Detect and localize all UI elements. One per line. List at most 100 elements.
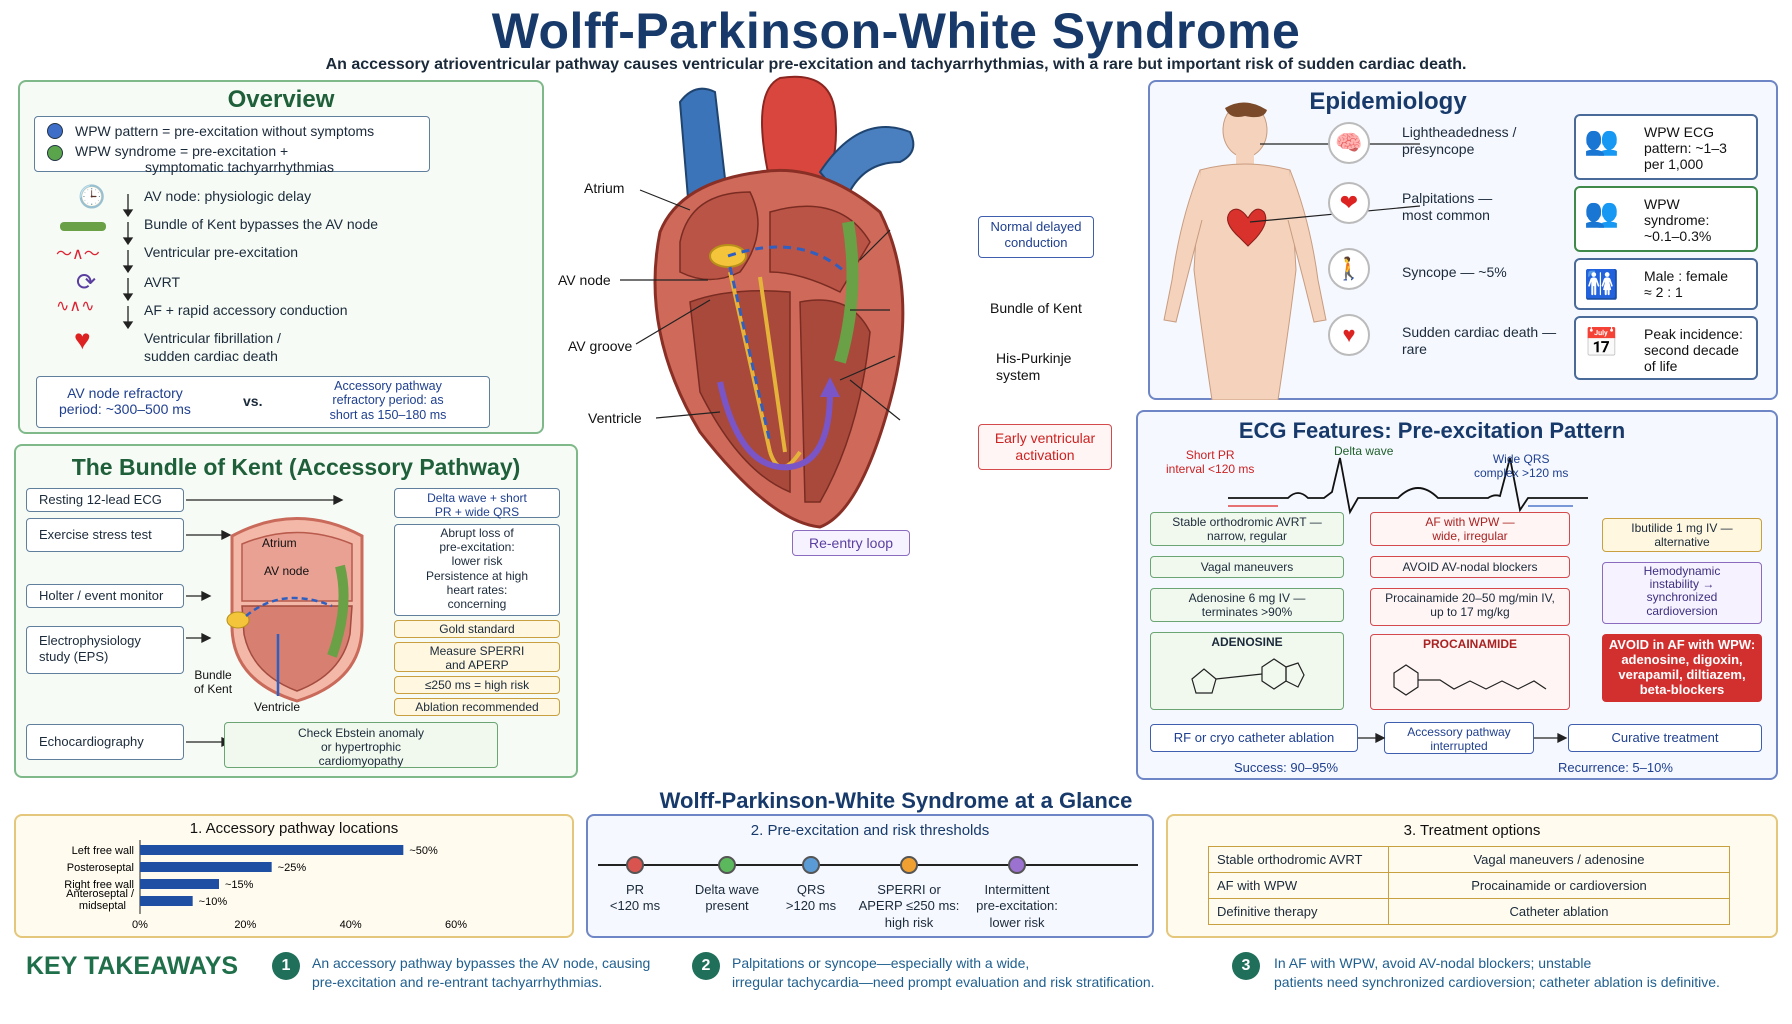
kent-heart-avnode: AV node bbox=[264, 564, 310, 578]
reentry-loop-box: Re-entry loop bbox=[792, 530, 910, 556]
ecg-trace bbox=[1228, 457, 1588, 515]
epidemiology-panel: Epidemiology 🧠 Lightheadedness /presynco… bbox=[1148, 80, 1778, 400]
threshold-marker bbox=[1008, 856, 1026, 874]
ecg-title: ECG Features: Pre-excitation Pattern bbox=[1238, 418, 1626, 443]
chart-category-label: Posteroseptal bbox=[67, 862, 134, 874]
takeaway-1: An accessory pathway bypasses the AV nod… bbox=[312, 955, 651, 990]
af-wave-icon: ∿∧∿ bbox=[56, 298, 95, 315]
group-icon: 👥 bbox=[1584, 197, 1619, 228]
blue-dot-icon bbox=[47, 123, 63, 139]
takeaway-number: 2 bbox=[692, 952, 720, 980]
chart-bar bbox=[140, 862, 272, 872]
step-avrt: AVRT bbox=[144, 274, 181, 290]
procainamide-dose-box: Procainamide 20–50 mg/min IV,up to 17 mg… bbox=[1370, 588, 1570, 626]
symptom-lightheadedness: Lightheadedness /presyncope bbox=[1402, 124, 1517, 157]
symptom-scd: Sudden cardiac death —rare bbox=[1402, 324, 1557, 357]
symptom-syncope: Syncope — ~5% bbox=[1402, 264, 1507, 280]
broken-heart-icon: ♥ bbox=[74, 324, 91, 355]
adenosine-molecule bbox=[1191, 658, 1305, 694]
kent-heart-ventricle: Ventricle bbox=[254, 700, 301, 714]
test-echo: Echocardiography bbox=[26, 724, 184, 760]
chart-bar bbox=[140, 845, 404, 855]
ap-refractory: Accessory pathway refractory period: as … bbox=[329, 379, 447, 422]
clock-icon: 🕒 bbox=[78, 184, 106, 209]
takeaway-3: In AF with WPW, avoid AV-nodal blockers;… bbox=[1274, 955, 1720, 990]
kent-title: The Bundle of Kent (Accessory Pathway) bbox=[71, 454, 521, 480]
threshold-marker bbox=[802, 856, 820, 874]
step-vf: Ventricular fibrillation / bbox=[144, 330, 281, 346]
chart-category-label: Left free wall bbox=[72, 845, 134, 857]
takeaway-number: 1 bbox=[272, 952, 300, 980]
heart-icon: ❤ bbox=[1328, 182, 1370, 224]
chart-category-label: midseptal bbox=[79, 900, 126, 912]
threshold-label: QRS>120 ms bbox=[785, 882, 837, 914]
curative-box: Curative treatment bbox=[1568, 724, 1762, 752]
thresholds-panel: 2. Pre-excitation and risk thresholds PR… bbox=[586, 814, 1154, 938]
af-wpw-box: AF with WPW —wide, irregular bbox=[1370, 512, 1570, 546]
human-figure bbox=[1163, 102, 1327, 400]
chart-category-label: Anteroseptal / bbox=[66, 888, 135, 900]
ecg-monitor-icon: ♥ bbox=[1328, 314, 1370, 356]
label-ventricle: Ventricle bbox=[588, 410, 642, 426]
ibutilide-box: Ibutilide 1 mg IV —alternative bbox=[1602, 518, 1762, 552]
avoid-af-box: AVOID in AF with WPW:adenosine, digoxin,… bbox=[1602, 634, 1762, 702]
threshold-label: PR<120 ms bbox=[609, 882, 661, 914]
ecg-wave-icon: ～∧～ bbox=[56, 246, 100, 263]
heart-label-lines bbox=[620, 189, 901, 421]
threshold-line bbox=[598, 864, 1138, 866]
delta-wave-label: Delta wave bbox=[1334, 444, 1394, 458]
cycle-arrows-icon: ⟳ bbox=[76, 269, 97, 296]
chart-tick-label: 0% bbox=[132, 919, 148, 931]
adenosine-structure-box: ADENOSINE bbox=[1150, 632, 1344, 710]
wpw-pattern-definition: WPW pattern = pre-excitation without sym… bbox=[75, 123, 375, 139]
vagal-box: Vagal maneuvers bbox=[1150, 556, 1344, 578]
stat-sex-ratio: 🚻 Male : female≈ 2 : 1 bbox=[1574, 258, 1758, 310]
thresholds-title: 2. Pre-excitation and risk thresholds bbox=[750, 822, 990, 839]
wpw-syndrome-definition-cont: symptomatic tachyarrhythmias bbox=[145, 159, 335, 175]
procainamide-molecule bbox=[1393, 664, 1547, 697]
people-icon: 👥 bbox=[1584, 125, 1619, 156]
rf-ablation-box: RF or cryo catheter ablation bbox=[1150, 724, 1358, 752]
vs-label: vs. bbox=[243, 393, 263, 409]
ecg-panel: ECG Features: Pre-excitation Pattern Sho… bbox=[1136, 410, 1778, 780]
av-refractory: AV node refractory period: ~300–500 ms bbox=[59, 385, 191, 418]
kent-panel: The Bundle of Kent (Accessory Pathway) R… bbox=[14, 444, 578, 778]
ablation-box: Ablation recommended bbox=[394, 698, 560, 716]
overview-title: Overview bbox=[227, 86, 335, 113]
chart-category-label: Right free wall bbox=[64, 879, 134, 891]
label-av-node: AV node bbox=[558, 272, 611, 288]
green-dot-icon bbox=[47, 145, 63, 161]
epidemiology-title: Epidemiology bbox=[1309, 88, 1467, 115]
page-title: Wolff-Parkinson-White Syndrome bbox=[491, 3, 1301, 59]
threshold-marker bbox=[900, 856, 918, 874]
test-exercise: Exercise stress test bbox=[26, 518, 184, 552]
chart-bar bbox=[140, 879, 219, 889]
ablation-arrows bbox=[1358, 732, 1568, 744]
stable-avrt-box: Stable orthodromic AVRT —narrow, regular bbox=[1150, 512, 1344, 546]
calendar-icon: 📅 bbox=[1584, 327, 1619, 358]
chart-data-label: ~10% bbox=[199, 896, 228, 908]
chart-tick-label: 40% bbox=[340, 919, 362, 931]
steps-arrows bbox=[122, 194, 134, 330]
treatment-panel: 3. Treatment options Stable orthodromic … bbox=[1166, 814, 1778, 938]
step-vf-cont: sudden cardiac death bbox=[144, 348, 278, 364]
brain-icon: 🧠 bbox=[1328, 122, 1370, 164]
